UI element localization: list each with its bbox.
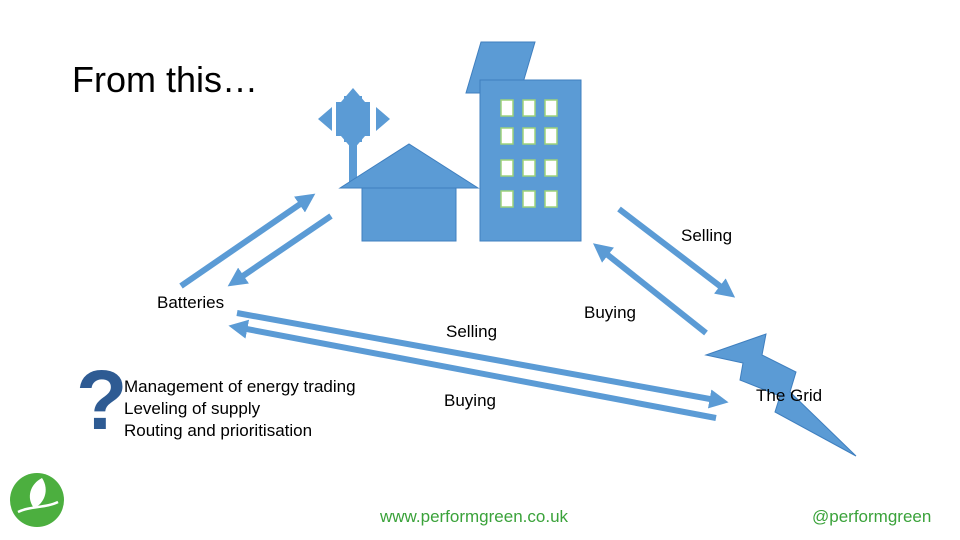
question-mark-icon: ? <box>76 353 128 447</box>
arrow-batteries-to-grid <box>236 310 729 409</box>
buying-label-right: Buying <box>584 303 636 322</box>
question-item: Routing and prioritisation <box>124 421 313 440</box>
question-item: Management of energy trading <box>124 377 356 396</box>
question-list: Management of energy trading Leveling of… <box>124 376 356 442</box>
selling-label-right: Selling <box>681 226 733 245</box>
arrow-batteries-to-house <box>179 193 316 289</box>
buying-label-bottom: Buying <box>444 391 496 410</box>
leaf-logo-icon <box>10 473 64 527</box>
footer-handle[interactable]: @performgreen <box>812 507 932 526</box>
arrow-house-to-batteries <box>227 213 333 287</box>
arrow-grid-to-building <box>592 243 708 336</box>
batteries-label: Batteries <box>157 293 225 312</box>
wind-turbine-icon <box>318 88 390 182</box>
selling-label-bottom: Selling <box>446 322 498 341</box>
arrow-grid-to-batteries <box>228 319 717 421</box>
the-grid-label: The Grid <box>756 386 823 405</box>
office-building-icon <box>465 41 582 242</box>
arrow-building-to-grid <box>617 206 736 298</box>
footer-website[interactable]: www.performgreen.co.uk <box>380 507 569 526</box>
slide-title: From this… <box>72 59 259 100</box>
lightning-bolt-icon <box>704 333 857 457</box>
question-item: Leveling of supply <box>124 399 261 418</box>
house-icon <box>338 143 480 242</box>
